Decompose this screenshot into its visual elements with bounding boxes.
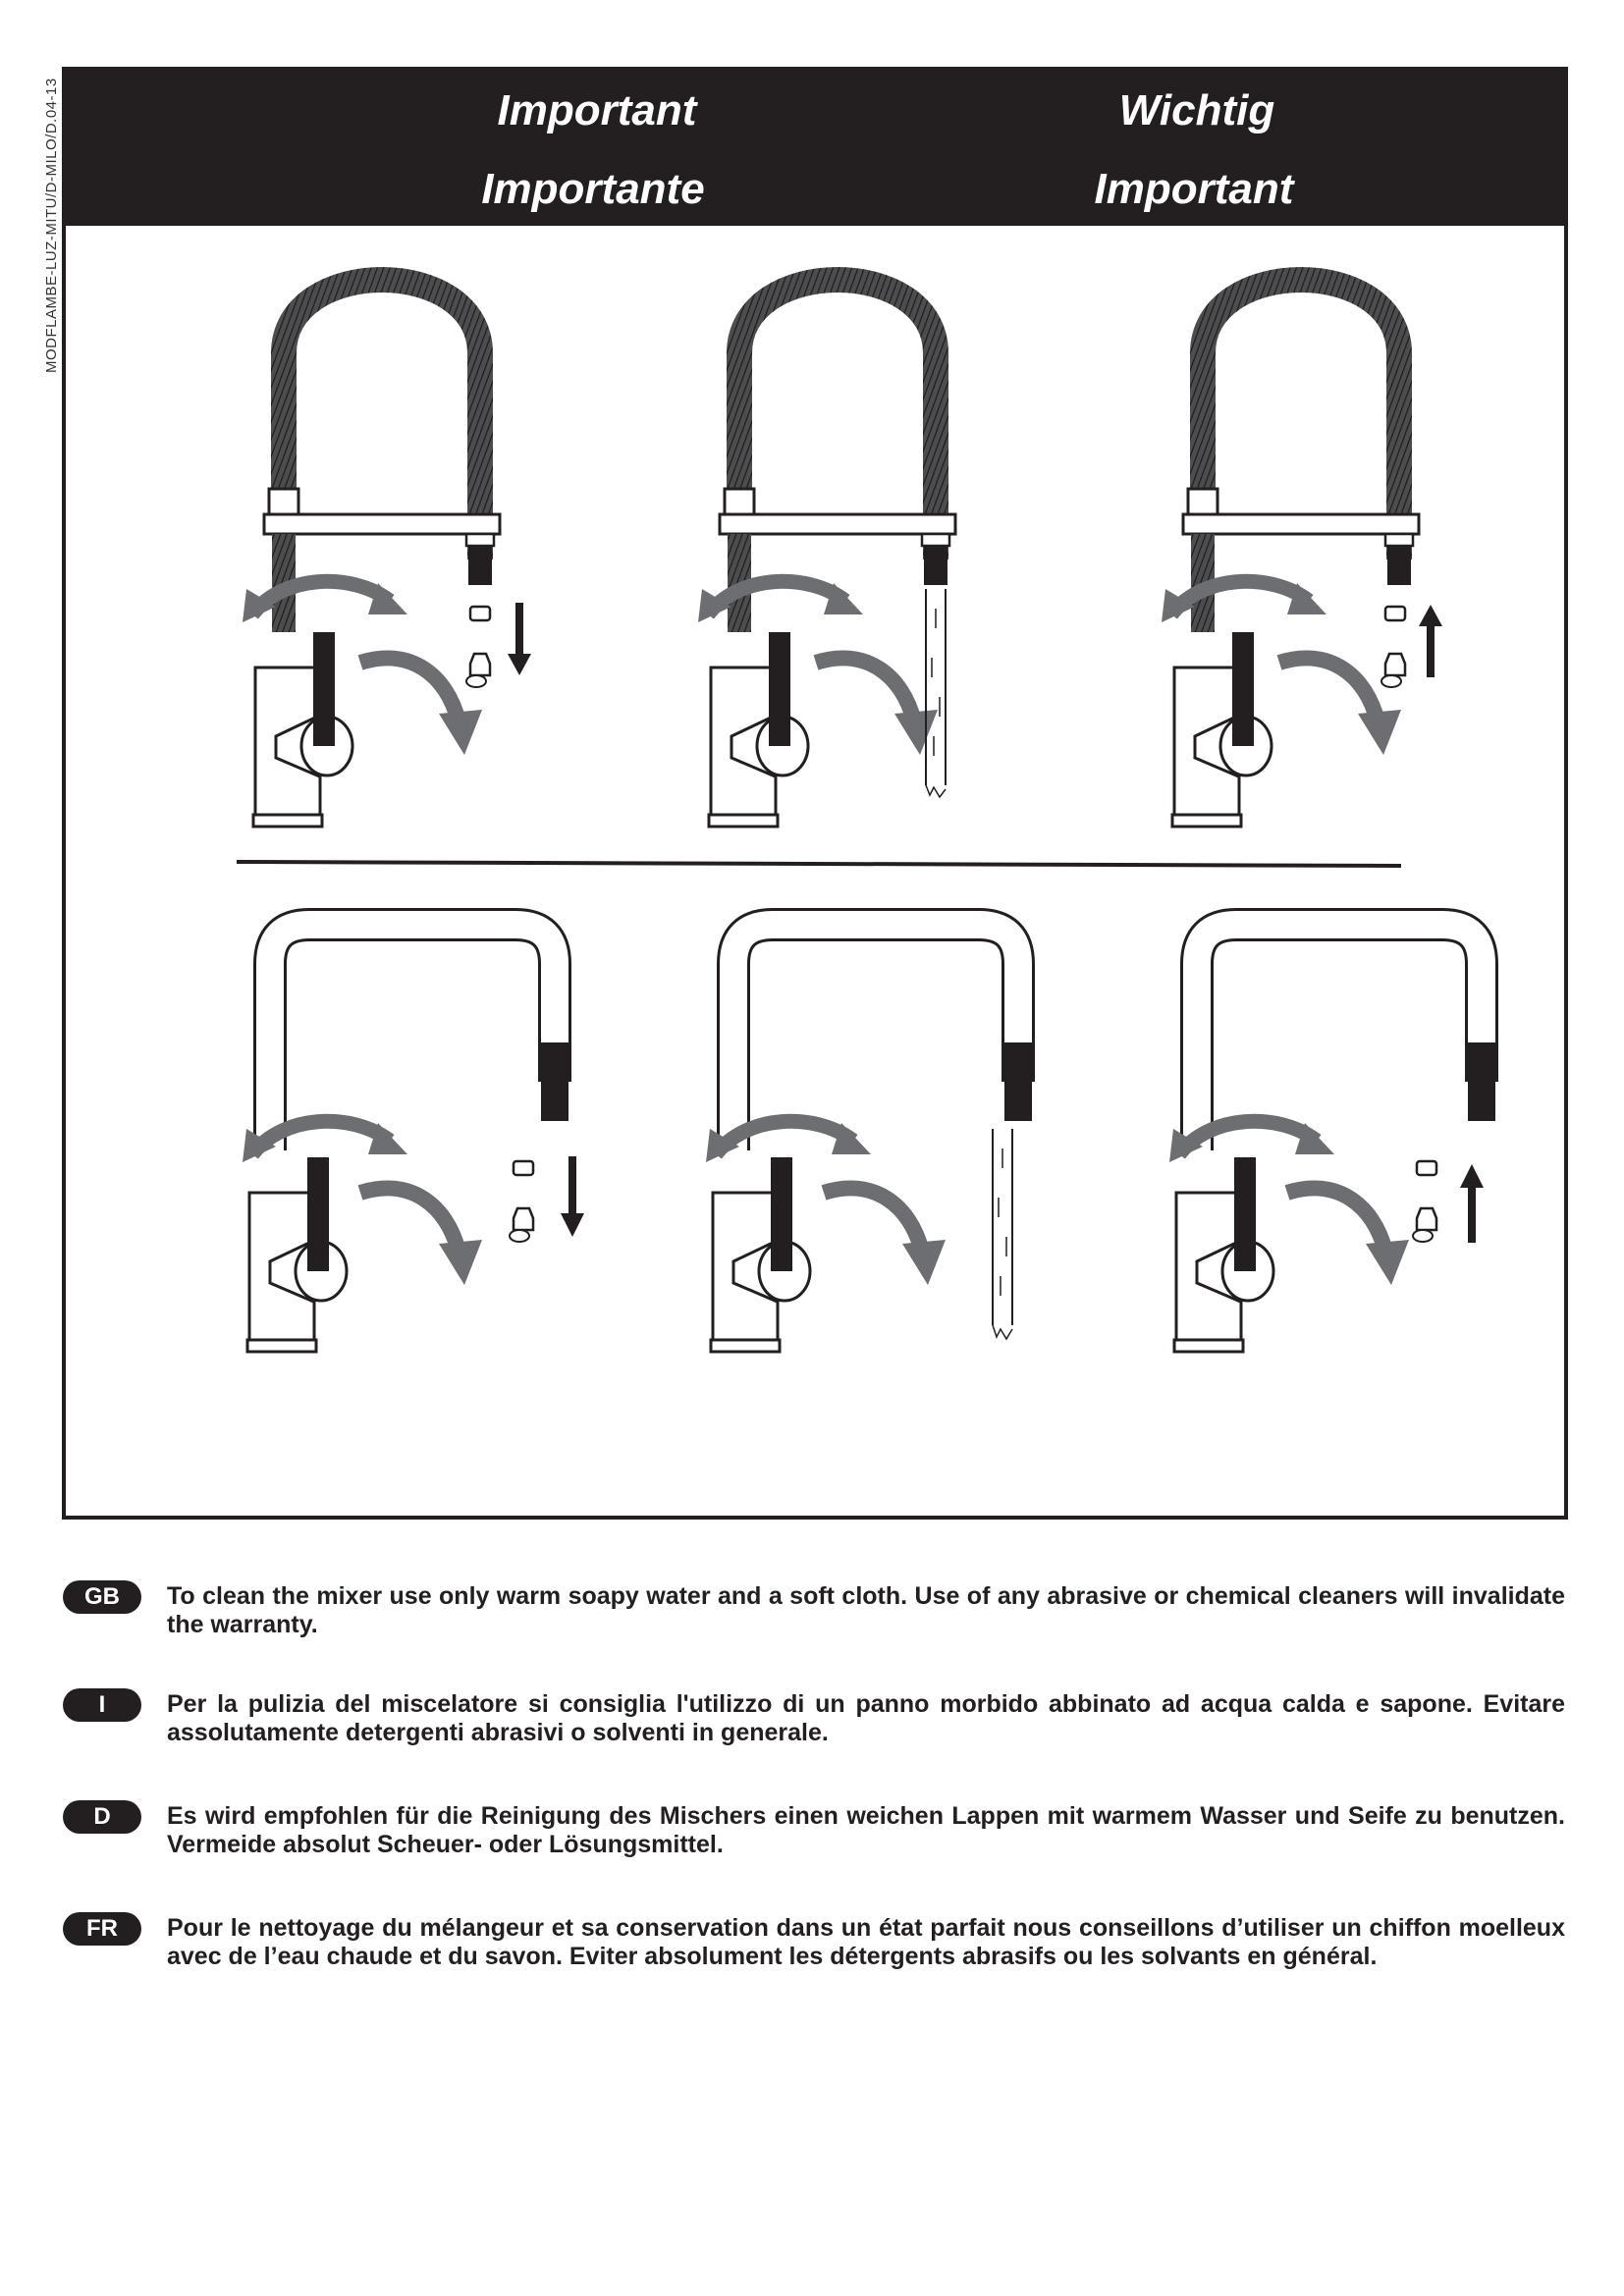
- water-stream-icon: [992, 1128, 1013, 1326]
- spring-faucet-step-3: [1162, 280, 1442, 828]
- cleaning-illustrations: [66, 226, 1564, 1354]
- curve-arrow-icon: [1287, 1188, 1409, 1285]
- aerator-icon: [1411, 1159, 1438, 1244]
- aerator-icon: [464, 605, 492, 689]
- curve-arrow-icon: [360, 658, 482, 755]
- language-badge-gb: GB: [63, 1580, 141, 1614]
- up-arrow-icon: [1460, 1164, 1484, 1243]
- instruction-text-d: Es wird empfohlen für die Reinigung des …: [167, 1802, 1565, 1858]
- pipe-faucet-step-2: [706, 925, 1032, 1354]
- panel-header: Important Wichtig Importante Important: [66, 71, 1564, 226]
- spring-faucet-step-2: [698, 280, 955, 828]
- up-arrow-icon: [1419, 605, 1442, 677]
- instruction-text-gb: To clean the mixer use only warm soapy w…: [167, 1582, 1565, 1638]
- header-title-i: Importante: [481, 165, 705, 213]
- aerator-icon: [508, 1159, 535, 1244]
- aerator-icon: [1380, 605, 1407, 689]
- header-title-gb: Important: [497, 86, 697, 134]
- water-stream-icon: [925, 588, 947, 786]
- curve-arrow-icon: [824, 1188, 946, 1285]
- down-arrow-icon: [508, 603, 531, 675]
- rotate-arrow-icon: [243, 581, 407, 622]
- curve-arrow-icon: [360, 1188, 482, 1285]
- curve-arrow-icon: [816, 658, 938, 755]
- curve-arrow-icon: [1279, 658, 1401, 755]
- instruction-text-fr: Pour le nettoyage du mélangeur et sa con…: [167, 1914, 1565, 1970]
- header-title-d: Wichtig: [1118, 86, 1275, 134]
- language-badge-d: D: [63, 1800, 141, 1834]
- language-badge-i: I: [63, 1688, 141, 1722]
- divider: [236, 860, 1402, 868]
- language-badge-fr: FR: [63, 1912, 141, 1946]
- pipe-faucet-step-3: [1169, 925, 1495, 1354]
- down-arrow-icon: [561, 1156, 584, 1237]
- rotate-arrow-icon: [1162, 581, 1326, 622]
- spring-faucet-step-1: [243, 280, 531, 828]
- rotate-arrow-icon: [698, 581, 863, 622]
- header-title-fr: Important: [1094, 165, 1294, 213]
- document-code: MODFLAMBE-LUZ-MITU/D-MILO/D.04-13: [43, 78, 60, 373]
- important-panel: Important Wichtig Importante Important: [62, 67, 1568, 1520]
- pipe-faucet-step-1: [243, 925, 584, 1354]
- instruction-text-i: Per la pulizia del miscelatore si consig…: [167, 1690, 1565, 1746]
